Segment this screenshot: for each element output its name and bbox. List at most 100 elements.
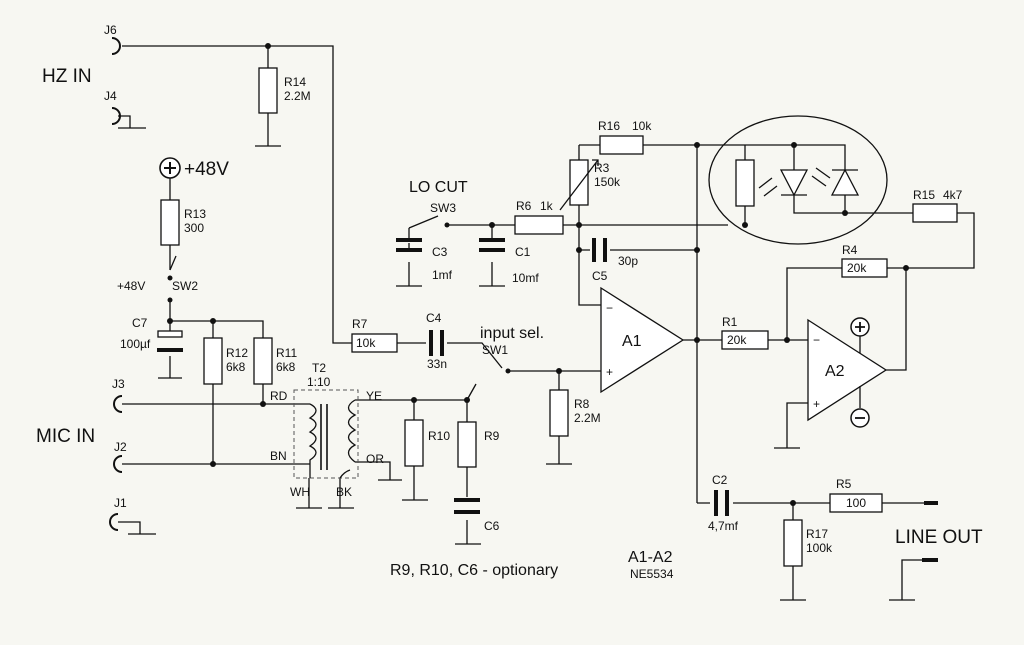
resistor-r9: R9 xyxy=(457,421,500,468)
capacitor-c5: C5 30p xyxy=(592,238,638,283)
svg-text:10mf: 10mf xyxy=(512,271,539,285)
svg-text:C3: C3 xyxy=(432,245,448,259)
resistor-r8: R8 2.2M xyxy=(549,389,601,437)
svg-text:R17: R17 xyxy=(806,527,828,541)
svg-text:R5: R5 xyxy=(836,477,852,491)
jack-j1: J1 xyxy=(109,496,127,531)
svg-text:1k: 1k xyxy=(540,199,554,213)
svg-text:R14: R14 xyxy=(284,75,306,89)
junction-dots xyxy=(167,43,909,506)
svg-text:33n: 33n xyxy=(427,357,447,371)
plus48-label: +48V xyxy=(184,159,229,180)
ic-part-label: NE5534 xyxy=(630,567,674,581)
hz-in-label: HZ IN xyxy=(42,66,92,87)
input-select-label: input sel. xyxy=(480,325,544,342)
lo-cut-label: LO CUT xyxy=(409,179,468,196)
jack-j3: J3 xyxy=(112,377,125,413)
svg-text:RD: RD xyxy=(270,389,288,403)
jack-j1-label: J1 xyxy=(114,496,127,510)
svg-text:4k7: 4k7 xyxy=(943,188,963,202)
capacitor-c2: C2 4,7mf xyxy=(708,473,739,533)
resistor-r15: R15 4k7 xyxy=(912,188,963,223)
capacitor-c1: C1 10mf xyxy=(479,238,539,285)
svg-text:C1: C1 xyxy=(515,245,531,259)
svg-text:YE: YE xyxy=(366,389,382,403)
resistor-r7: R7 10k xyxy=(351,317,398,353)
resistor-r3: R3 150k xyxy=(559,159,621,211)
capacitor-c4: C4 33n xyxy=(426,311,447,371)
plus48-switch-label: +48V xyxy=(117,279,145,293)
svg-text:R13: R13 xyxy=(184,207,206,221)
transformer-t2: T2 1:10 RD BN WH BK YE OR xyxy=(270,361,384,499)
svg-text:R7: R7 xyxy=(352,317,368,331)
resistor-r17: R17 100k xyxy=(783,519,833,567)
svg-text:4,7mf: 4,7mf xyxy=(708,519,739,533)
svg-text:BK: BK xyxy=(336,485,352,499)
svg-text:30p: 30p xyxy=(618,254,638,268)
jack-j4: J4 xyxy=(104,89,121,125)
svg-text:1:10: 1:10 xyxy=(307,375,331,389)
svg-text:−: − xyxy=(606,301,613,315)
svg-text:2.2M: 2.2M xyxy=(284,89,311,103)
capacitor-c6: C6 xyxy=(454,498,500,533)
svg-text:6k8: 6k8 xyxy=(276,360,296,374)
svg-text:10k: 10k xyxy=(356,336,376,350)
resistor-r4: R4 20k xyxy=(841,243,888,278)
svg-text:−: − xyxy=(813,333,820,347)
resistor-r10: R10 xyxy=(404,419,450,467)
switch-sw2: +48V SW2 xyxy=(117,255,198,293)
svg-text:OR: OR xyxy=(366,452,384,466)
opamp-a1: − + A1 xyxy=(600,286,685,394)
wires xyxy=(118,45,975,601)
svg-text:A2: A2 xyxy=(825,363,845,380)
jack-j6: J6 xyxy=(104,23,121,55)
svg-text:R15: R15 xyxy=(913,188,935,202)
capacitor-c3: C3 1mf xyxy=(396,238,453,282)
jack-j4-label: J4 xyxy=(104,89,117,103)
switch-sw3: SW3 xyxy=(430,201,456,215)
capacitor-c7: C7 100µf xyxy=(120,316,183,352)
svg-text:C2: C2 xyxy=(712,473,728,487)
line-out-terminals xyxy=(922,501,938,562)
svg-text:A1: A1 xyxy=(622,333,642,350)
svg-text:6k8: 6k8 xyxy=(226,360,246,374)
svg-text:+: + xyxy=(606,365,613,379)
svg-text:100µf: 100µf xyxy=(120,337,151,351)
jack-j2: J2 xyxy=(113,440,127,473)
optional-note: R9, R10, C6 - optionary xyxy=(390,562,558,579)
svg-text:C5: C5 xyxy=(592,269,608,283)
svg-text:BN: BN xyxy=(270,449,287,463)
svg-text:R11: R11 xyxy=(276,346,297,360)
supply-plus48: +48V xyxy=(159,157,229,180)
opamp-a2: − + A2 xyxy=(807,317,888,428)
svg-text:C6: C6 xyxy=(484,519,500,533)
svg-text:R9: R9 xyxy=(484,429,500,443)
svg-text:1mf: 1mf xyxy=(432,268,453,282)
svg-text:100k: 100k xyxy=(806,541,833,555)
switch-sw1: SW1 xyxy=(482,343,508,357)
resistor-r5: R5 100 xyxy=(829,477,883,513)
resistor-r11: R11 6k8 xyxy=(253,337,297,385)
resistor-r12: R12 6k8 xyxy=(203,337,248,385)
svg-text:C7: C7 xyxy=(132,316,148,330)
svg-text:T2: T2 xyxy=(312,361,326,375)
svg-text:R6: R6 xyxy=(516,199,532,213)
resistor-r14: R14 2.2M xyxy=(258,67,311,114)
svg-text:150k: 150k xyxy=(594,175,621,189)
svg-text:R12: R12 xyxy=(226,346,248,360)
svg-text:C4: C4 xyxy=(426,311,442,325)
svg-text:20k: 20k xyxy=(847,261,867,275)
svg-text:R4: R4 xyxy=(842,243,858,257)
line-out-label: LINE OUT xyxy=(895,527,983,548)
resistor-r13: R13 300 xyxy=(160,199,206,246)
svg-text:+: + xyxy=(813,397,820,411)
resistor-r1: R1 20k xyxy=(721,315,769,350)
svg-text:WH: WH xyxy=(290,485,310,499)
svg-text:R3: R3 xyxy=(594,161,610,175)
svg-text:300: 300 xyxy=(184,221,204,235)
ic-ref-label: A1-A2 xyxy=(628,549,673,566)
resistor-r16: R16 10k xyxy=(598,119,652,155)
svg-text:10k: 10k xyxy=(632,119,652,133)
svg-text:100: 100 xyxy=(846,496,866,510)
